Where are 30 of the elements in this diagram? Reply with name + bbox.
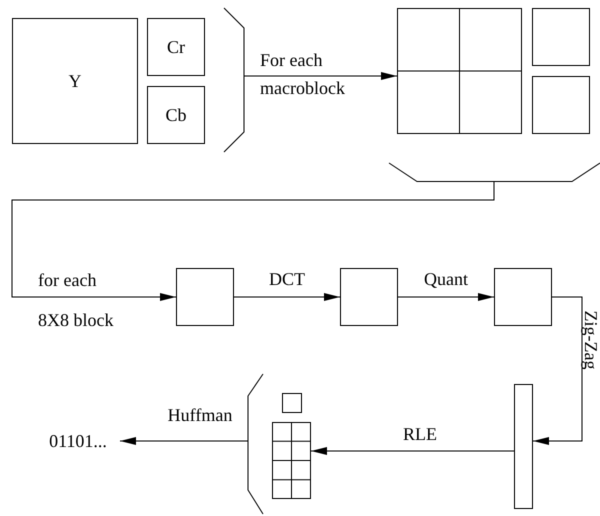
- edge-label: Huffman: [166, 404, 234, 426]
- edge-label: Zig-Zag: [581, 310, 600, 372]
- arrow: [532, 296, 582, 445]
- block-box: [494, 268, 552, 326]
- output-bits: 01101...: [38, 430, 118, 452]
- arrow: [12, 182, 494, 301]
- vector-bar: [514, 384, 533, 509]
- bracket-shape: [224, 8, 244, 152]
- edge-label: Quant: [423, 268, 469, 290]
- arrow: [244, 72, 398, 80]
- edge-label: For each macroblock: [260, 49, 346, 100]
- arrow: [398, 293, 494, 301]
- component-box: Cb: [147, 86, 205, 144]
- edge-label: for each 8X8 block: [38, 269, 114, 332]
- block-box: [532, 8, 590, 66]
- block-grid: [397, 8, 522, 134]
- arrow: [234, 293, 340, 301]
- block-grid: [272, 422, 311, 499]
- edge-label: DCT: [268, 268, 306, 290]
- block-box: [532, 76, 590, 134]
- component-box: Cr: [147, 18, 205, 76]
- block-box: [176, 268, 234, 326]
- component-box: Y: [12, 18, 138, 144]
- bracket-shape: [389, 163, 600, 182]
- block-box: [282, 393, 302, 413]
- block-box: [340, 268, 398, 326]
- bracket-shape: [248, 374, 263, 514]
- edge-label: RLE: [402, 423, 438, 445]
- arrow: [120, 437, 248, 445]
- arrow: [310, 447, 514, 455]
